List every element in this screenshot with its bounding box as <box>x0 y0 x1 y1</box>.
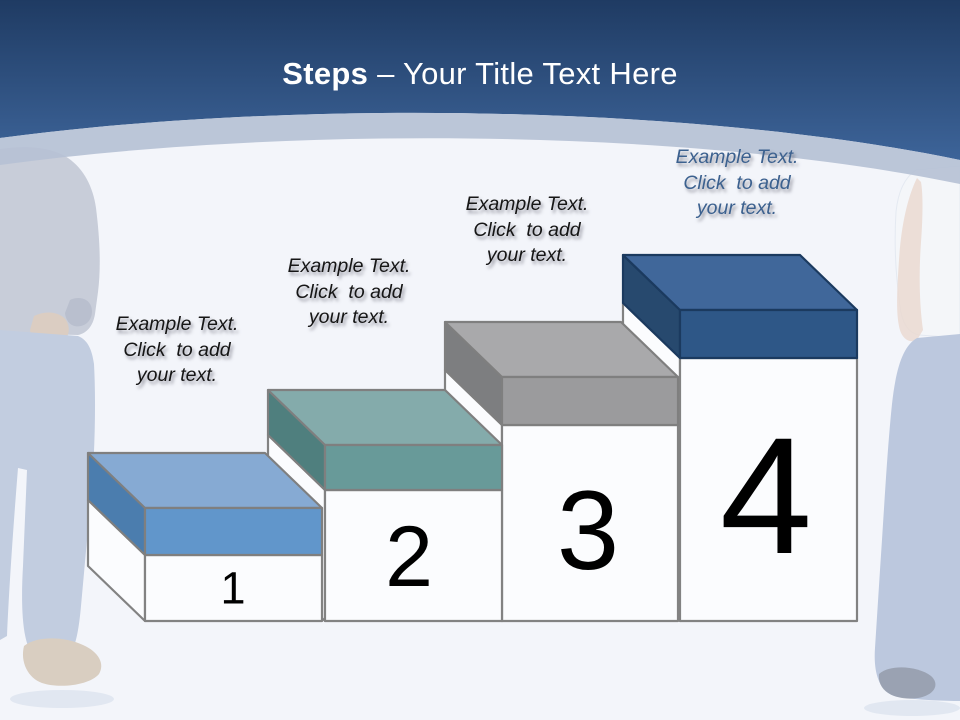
step-1-box <box>86 451 324 623</box>
step-2-cap-front-face <box>323 443 504 492</box>
step-2-label[interactable]: Example Text. Click to add your text. <box>239 254 459 331</box>
step-2-number: 2 <box>385 509 433 605</box>
step-4-label[interactable]: Example Text. Click to add your text. <box>627 145 847 222</box>
step-4-label-line-2: Click to add <box>683 171 791 194</box>
step-1-number: 1 <box>220 562 246 614</box>
left-person-figure <box>0 147 114 708</box>
step-3-label[interactable]: Example Text. Click to add your text. <box>417 192 637 269</box>
left-person-jeans <box>0 330 96 662</box>
step-1-label[interactable]: Example Text. Click to add your text. <box>67 312 287 389</box>
step-1-label-line-2: Click to add <box>123 338 231 361</box>
step-4-cap-front-face <box>678 308 859 360</box>
step-3-number: 3 <box>556 468 620 593</box>
left-person-shoe <box>22 638 102 686</box>
step-3-label-line-2: Click to add <box>473 218 581 241</box>
step-1-label-line-3: your text. <box>136 364 218 386</box>
step-3-label-line-3: your text. <box>486 244 568 266</box>
right-person-figure <box>864 165 960 716</box>
step-4-number: 4 <box>719 404 813 589</box>
header-curve <box>0 0 960 160</box>
right-person-reflection <box>864 700 960 716</box>
step-1-label-line-1: Example Text. <box>115 313 239 335</box>
step-4-label-line-1: Example Text. <box>675 146 799 168</box>
left-person-sweater <box>0 147 100 335</box>
left-person-cuff <box>65 298 92 327</box>
step-2-label-line-3: your text. <box>308 306 390 328</box>
title-highlight: Steps <box>282 56 369 91</box>
right-person-shoe <box>878 667 936 699</box>
header-band <box>0 112 960 184</box>
step-2-label-line-1: Example Text. <box>287 255 411 277</box>
right-person-arm <box>897 178 923 342</box>
step-3-label-line-1: Example Text. <box>465 193 589 215</box>
step-1-cap-front-face <box>143 506 324 557</box>
right-person-jeans <box>874 334 960 701</box>
step-2-label-line-2: Click to add <box>295 280 403 303</box>
step-3-cap-front-face <box>500 375 680 427</box>
step-4-label-line-3: your text. <box>696 197 778 219</box>
slide-title: Steps – Your Title Text Here <box>0 54 960 94</box>
left-person-reflection <box>10 690 114 708</box>
title-rest: – Your Title Text Here <box>377 56 678 91</box>
